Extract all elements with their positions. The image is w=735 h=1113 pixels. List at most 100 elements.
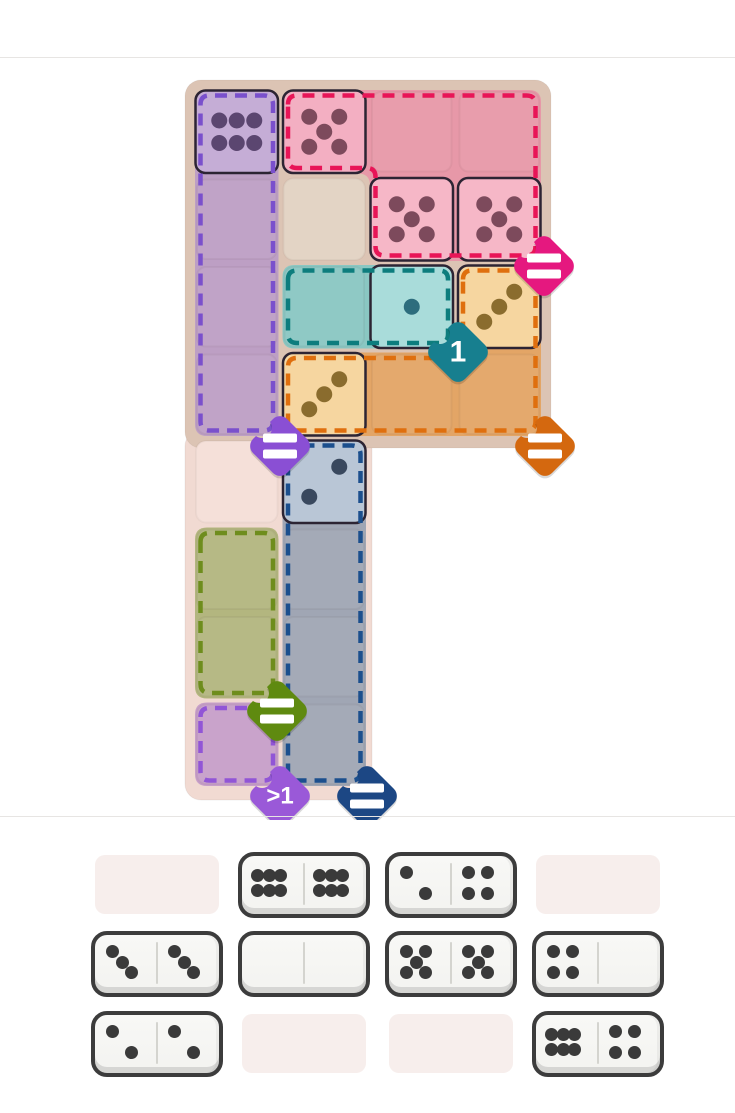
badge-shape (250, 766, 310, 820)
tray-domino-0-0[interactable] (238, 931, 370, 997)
tray-domino-divider (450, 863, 452, 905)
region-cell[interactable] (283, 528, 365, 610)
pip (461, 865, 475, 879)
empty-cell[interactable] (283, 178, 366, 261)
region-olive[interactable] (195, 527, 279, 699)
pip (491, 211, 508, 228)
region-cell[interactable] (283, 616, 365, 698)
pip (313, 868, 327, 882)
region-blue[interactable] (282, 440, 367, 786)
tray-domino-6-4[interactable] (532, 1011, 664, 1077)
region-cell[interactable] (458, 353, 540, 435)
region-outline-teal (285, 268, 451, 346)
pip (556, 1043, 570, 1057)
pip (419, 944, 433, 958)
pip (262, 868, 276, 882)
badge-shape (247, 681, 307, 741)
pip (335, 884, 349, 898)
pip (246, 112, 263, 129)
pip (187, 1046, 201, 1060)
region-cell[interactable] (196, 616, 278, 698)
tray-divider-line (0, 816, 735, 817)
pip (115, 955, 129, 969)
pip (399, 966, 413, 980)
pip (481, 865, 495, 879)
region-cell[interactable] (458, 91, 540, 173)
pip (545, 1027, 559, 1041)
pip (418, 226, 435, 243)
region-cell[interactable] (196, 178, 278, 260)
pip (481, 966, 495, 980)
pip (105, 1024, 119, 1038)
equals-bar-top (350, 783, 384, 793)
pip (471, 955, 485, 969)
badge-label: >1 (266, 783, 293, 810)
orange-equal-badge (515, 416, 575, 479)
board-domino-half-6[interactable] (194, 89, 280, 175)
pip (545, 1043, 559, 1057)
pip (461, 966, 475, 980)
equals-bar-bottom (527, 269, 561, 279)
pip (388, 226, 405, 243)
region-outline-violet (198, 705, 276, 783)
pip (566, 966, 580, 980)
region-cell[interactable] (196, 353, 278, 435)
badge-shape (514, 236, 574, 296)
region-cell[interactable] (283, 266, 365, 348)
teal-one-badge: 1 (428, 322, 488, 385)
tray-domino-divider (597, 1022, 599, 1064)
tray-domino-2-4[interactable] (385, 852, 517, 918)
pip (476, 313, 493, 330)
tray-domino-3-3[interactable] (91, 931, 223, 997)
pip (167, 1024, 181, 1038)
pip (301, 108, 318, 125)
top-divider (0, 57, 735, 58)
equals-bar-top (528, 433, 562, 443)
region-cell[interactable] (371, 353, 453, 435)
equals-bar-bottom (528, 449, 562, 459)
purple-equal-badge (250, 416, 310, 479)
badge-shape (250, 416, 310, 476)
pip (331, 138, 348, 155)
pip (228, 135, 245, 151)
region-cell[interactable] (371, 91, 453, 173)
empty-cell[interactable] (196, 441, 278, 523)
pip (476, 196, 493, 213)
tray-domino-divider (303, 942, 305, 984)
region-purple-strip[interactable] (195, 90, 279, 436)
navy-equal-badge (337, 766, 397, 820)
pip (506, 226, 523, 243)
tray-empty-slot (95, 855, 219, 914)
pip (506, 196, 523, 213)
tray-domino-6-6[interactable] (238, 852, 370, 918)
region-cell[interactable] (283, 703, 365, 785)
pip (491, 298, 508, 315)
pink-equal-badge (514, 236, 574, 299)
badge-shape (515, 416, 575, 476)
tray-domino-divider (156, 942, 158, 984)
equals-bar-top (260, 698, 294, 708)
region-cell[interactable] (196, 528, 278, 610)
pip (403, 211, 420, 228)
tray-domino-2-2[interactable] (91, 1011, 223, 1077)
pip (301, 138, 318, 155)
tray-domino-divider (303, 863, 305, 905)
tray-domino-4-0[interactable] (532, 931, 664, 997)
pip (419, 887, 433, 901)
tray-empty-slot (389, 1014, 513, 1073)
pip (403, 298, 420, 315)
pip (331, 108, 348, 125)
pip (251, 884, 265, 898)
pip (105, 944, 119, 958)
pip (506, 283, 523, 300)
tray-domino-divider (597, 942, 599, 984)
pip (399, 865, 413, 879)
region-cell[interactable] (196, 266, 278, 348)
tray-domino-divider (450, 942, 452, 984)
region-outline-pink (285, 93, 538, 258)
pip (388, 196, 405, 213)
pip (461, 887, 475, 901)
tray-domino-5-5[interactable] (385, 931, 517, 997)
tray-empty-slot (242, 1014, 366, 1073)
